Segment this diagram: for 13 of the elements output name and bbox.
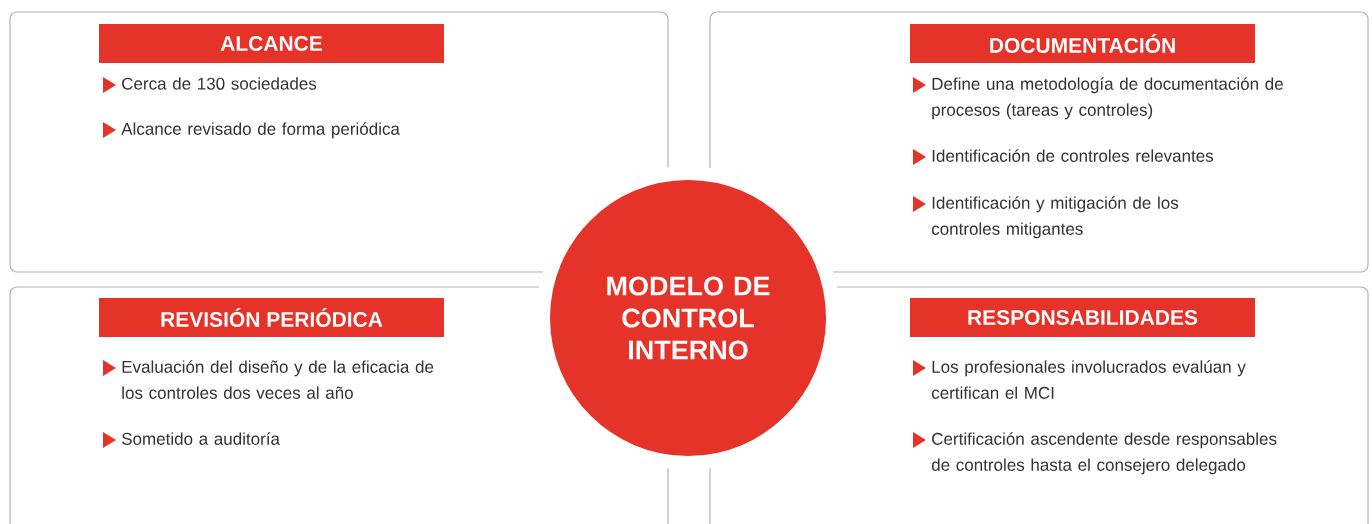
bullet-text: Alcance revisado de forma periódica: [121, 122, 400, 139]
bullet-text: Evaluación del diseño y de la eficacia de los controles dos veces al año: [122, 360, 434, 399]
heading-bar: ALCANCE: [99, 24, 444, 63]
bullet-text: Identificación de controles relevantes: [932, 149, 1214, 162]
bullet-text: Sometido a auditoría: [122, 432, 280, 445]
heading-bar: REVISIÓN PERIÓDICA: [99, 298, 444, 337]
bullet-text: Define una metodología de documentación de procesos (tareas y controles): [932, 77, 1283, 120]
bullet-text: Cerca de 130 sociedades: [122, 77, 317, 90]
bullet-text: Identificación y mitigación de los controles mitigantes: [931, 196, 1179, 239]
heading-bar: DOCUMENTACIÓN: [910, 24, 1255, 63]
bullet-text: Certificación ascendente desde responsables de controles hasta el consejero delegado: [931, 432, 1277, 475]
heading-bar: RESPONSABILIDADES: [910, 298, 1255, 337]
bullet-text: Los profesionales involucrados evalúan y certifican el MCI: [931, 360, 1246, 399]
